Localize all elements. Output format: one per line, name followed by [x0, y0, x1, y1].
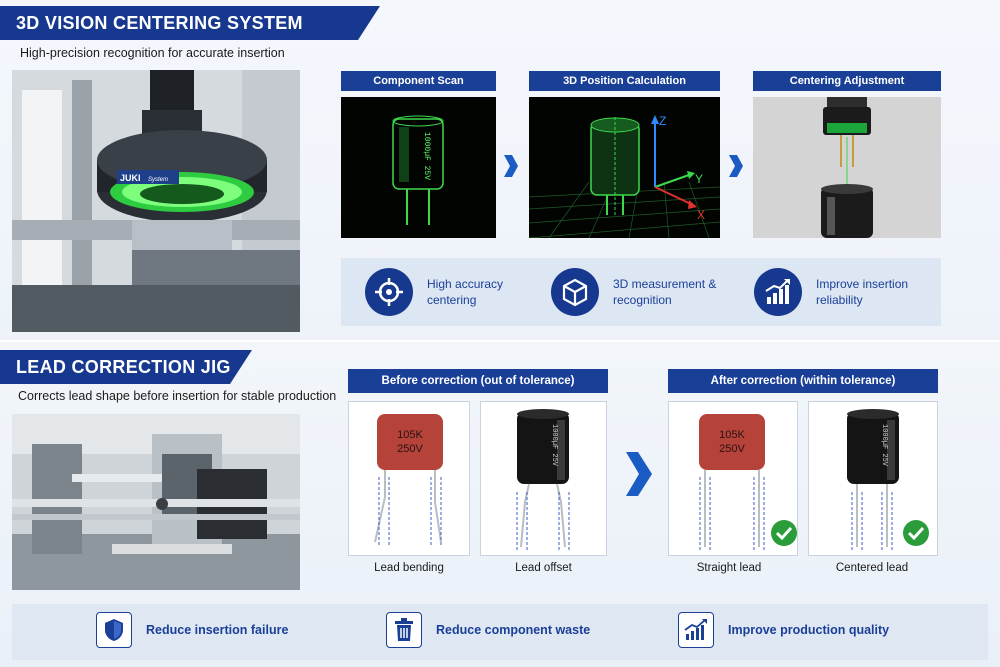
before-correction-header: Before correction (out of tolerance) [348, 369, 608, 393]
component-scan-image: 1000µF 25V [341, 97, 496, 238]
camera-brand-sub: System [148, 177, 168, 183]
benefits-bar: Reduce insertion failure Reduce componen… [12, 604, 988, 660]
feature-high-accuracy: High accuracy centering [365, 268, 537, 316]
lead-correction-section: LEAD CORRECTION JIG Corrects lead shape … [0, 342, 1000, 667]
cap-marking: 1000µF 25V [550, 424, 558, 467]
vision-camera-photo: JUKI System [12, 70, 300, 332]
feature-reliability: Improve insertion reliability [754, 268, 926, 316]
feature-text: 3D measurement & recognition [613, 277, 717, 307]
card-lead-offset: 1000µF 25V [480, 401, 607, 556]
cap-marking-1: 105K [397, 429, 423, 441]
crosshair-target-icon [365, 268, 413, 316]
lead-jig-photo [12, 414, 300, 590]
card-lead-bending: 105K 250V [348, 401, 470, 556]
step-arrow-1 [504, 155, 518, 177]
axis-z-label: Z [659, 114, 666, 128]
axis-x-label: X [697, 208, 705, 222]
bar-chart-up-icon [754, 268, 802, 316]
cap-marking-2: 250V [719, 443, 745, 455]
lead-title: LEAD CORRECTION JIG [0, 350, 252, 384]
vision-feature-bar [341, 258, 941, 326]
caption-straight-lead: Straight lead [696, 562, 762, 574]
benefit-text: Improve production quality [728, 623, 890, 637]
benefit-component-waste: Reduce component waste [386, 612, 590, 648]
cap-marking-2: 250V [397, 443, 423, 455]
step-position-calc-header: 3D Position Calculation [529, 71, 720, 91]
step-arrow-2 [729, 155, 743, 177]
axis-y-label: Y [695, 172, 703, 186]
correction-arrow [626, 452, 652, 496]
after-correction-header: After correction (within tolerance) [668, 369, 938, 393]
vision-section: 3D VISION CENTERING SYSTEM High-precisio… [0, 0, 1000, 340]
vision-title: 3D VISION CENTERING SYSTEM [0, 6, 380, 40]
cap-marking: 1000µF 25V [880, 424, 888, 467]
shield-icon [96, 612, 132, 648]
centering-adjustment-image [753, 97, 941, 238]
benefit-text: Reduce insertion failure [146, 623, 289, 637]
check-icon [771, 520, 797, 546]
vision-subtitle: High-precision recognition for accurate … [20, 46, 285, 60]
feature-text: Improve insertion reliability [816, 277, 909, 307]
benefit-production-quality: Improve production quality [678, 612, 889, 648]
benefit-text: Reduce component waste [436, 623, 591, 637]
feature-text: High accuracy centering [427, 277, 504, 307]
lead-subtitle: Corrects lead shape before insertion for… [18, 389, 337, 403]
camera-brand: JUKI [120, 173, 141, 183]
quality-chart-icon [678, 612, 714, 648]
step-centering-header: Centering Adjustment [753, 71, 941, 91]
step-component-scan-header: Component Scan [341, 71, 496, 91]
feature-3d-measurement: 3D measurement & recognition [551, 268, 723, 316]
check-icon [903, 520, 929, 546]
cap-marking-1: 105K [719, 429, 745, 441]
position-calc-image: Z Y X [529, 97, 720, 238]
cube-icon [551, 268, 599, 316]
trash-icon [386, 612, 422, 648]
card-centered-lead: 1000µF 25V [808, 401, 938, 556]
benefit-insertion-failure: Reduce insertion failure [96, 612, 288, 648]
caption-lead-bending: Lead bending [374, 562, 444, 574]
caption-centered-lead: Centered lead [835, 562, 909, 574]
card-straight-lead: 105K 250V [668, 401, 798, 556]
scan-marking: 1000µF 25V [422, 132, 431, 180]
caption-lead-offset: Lead offset [515, 562, 572, 574]
